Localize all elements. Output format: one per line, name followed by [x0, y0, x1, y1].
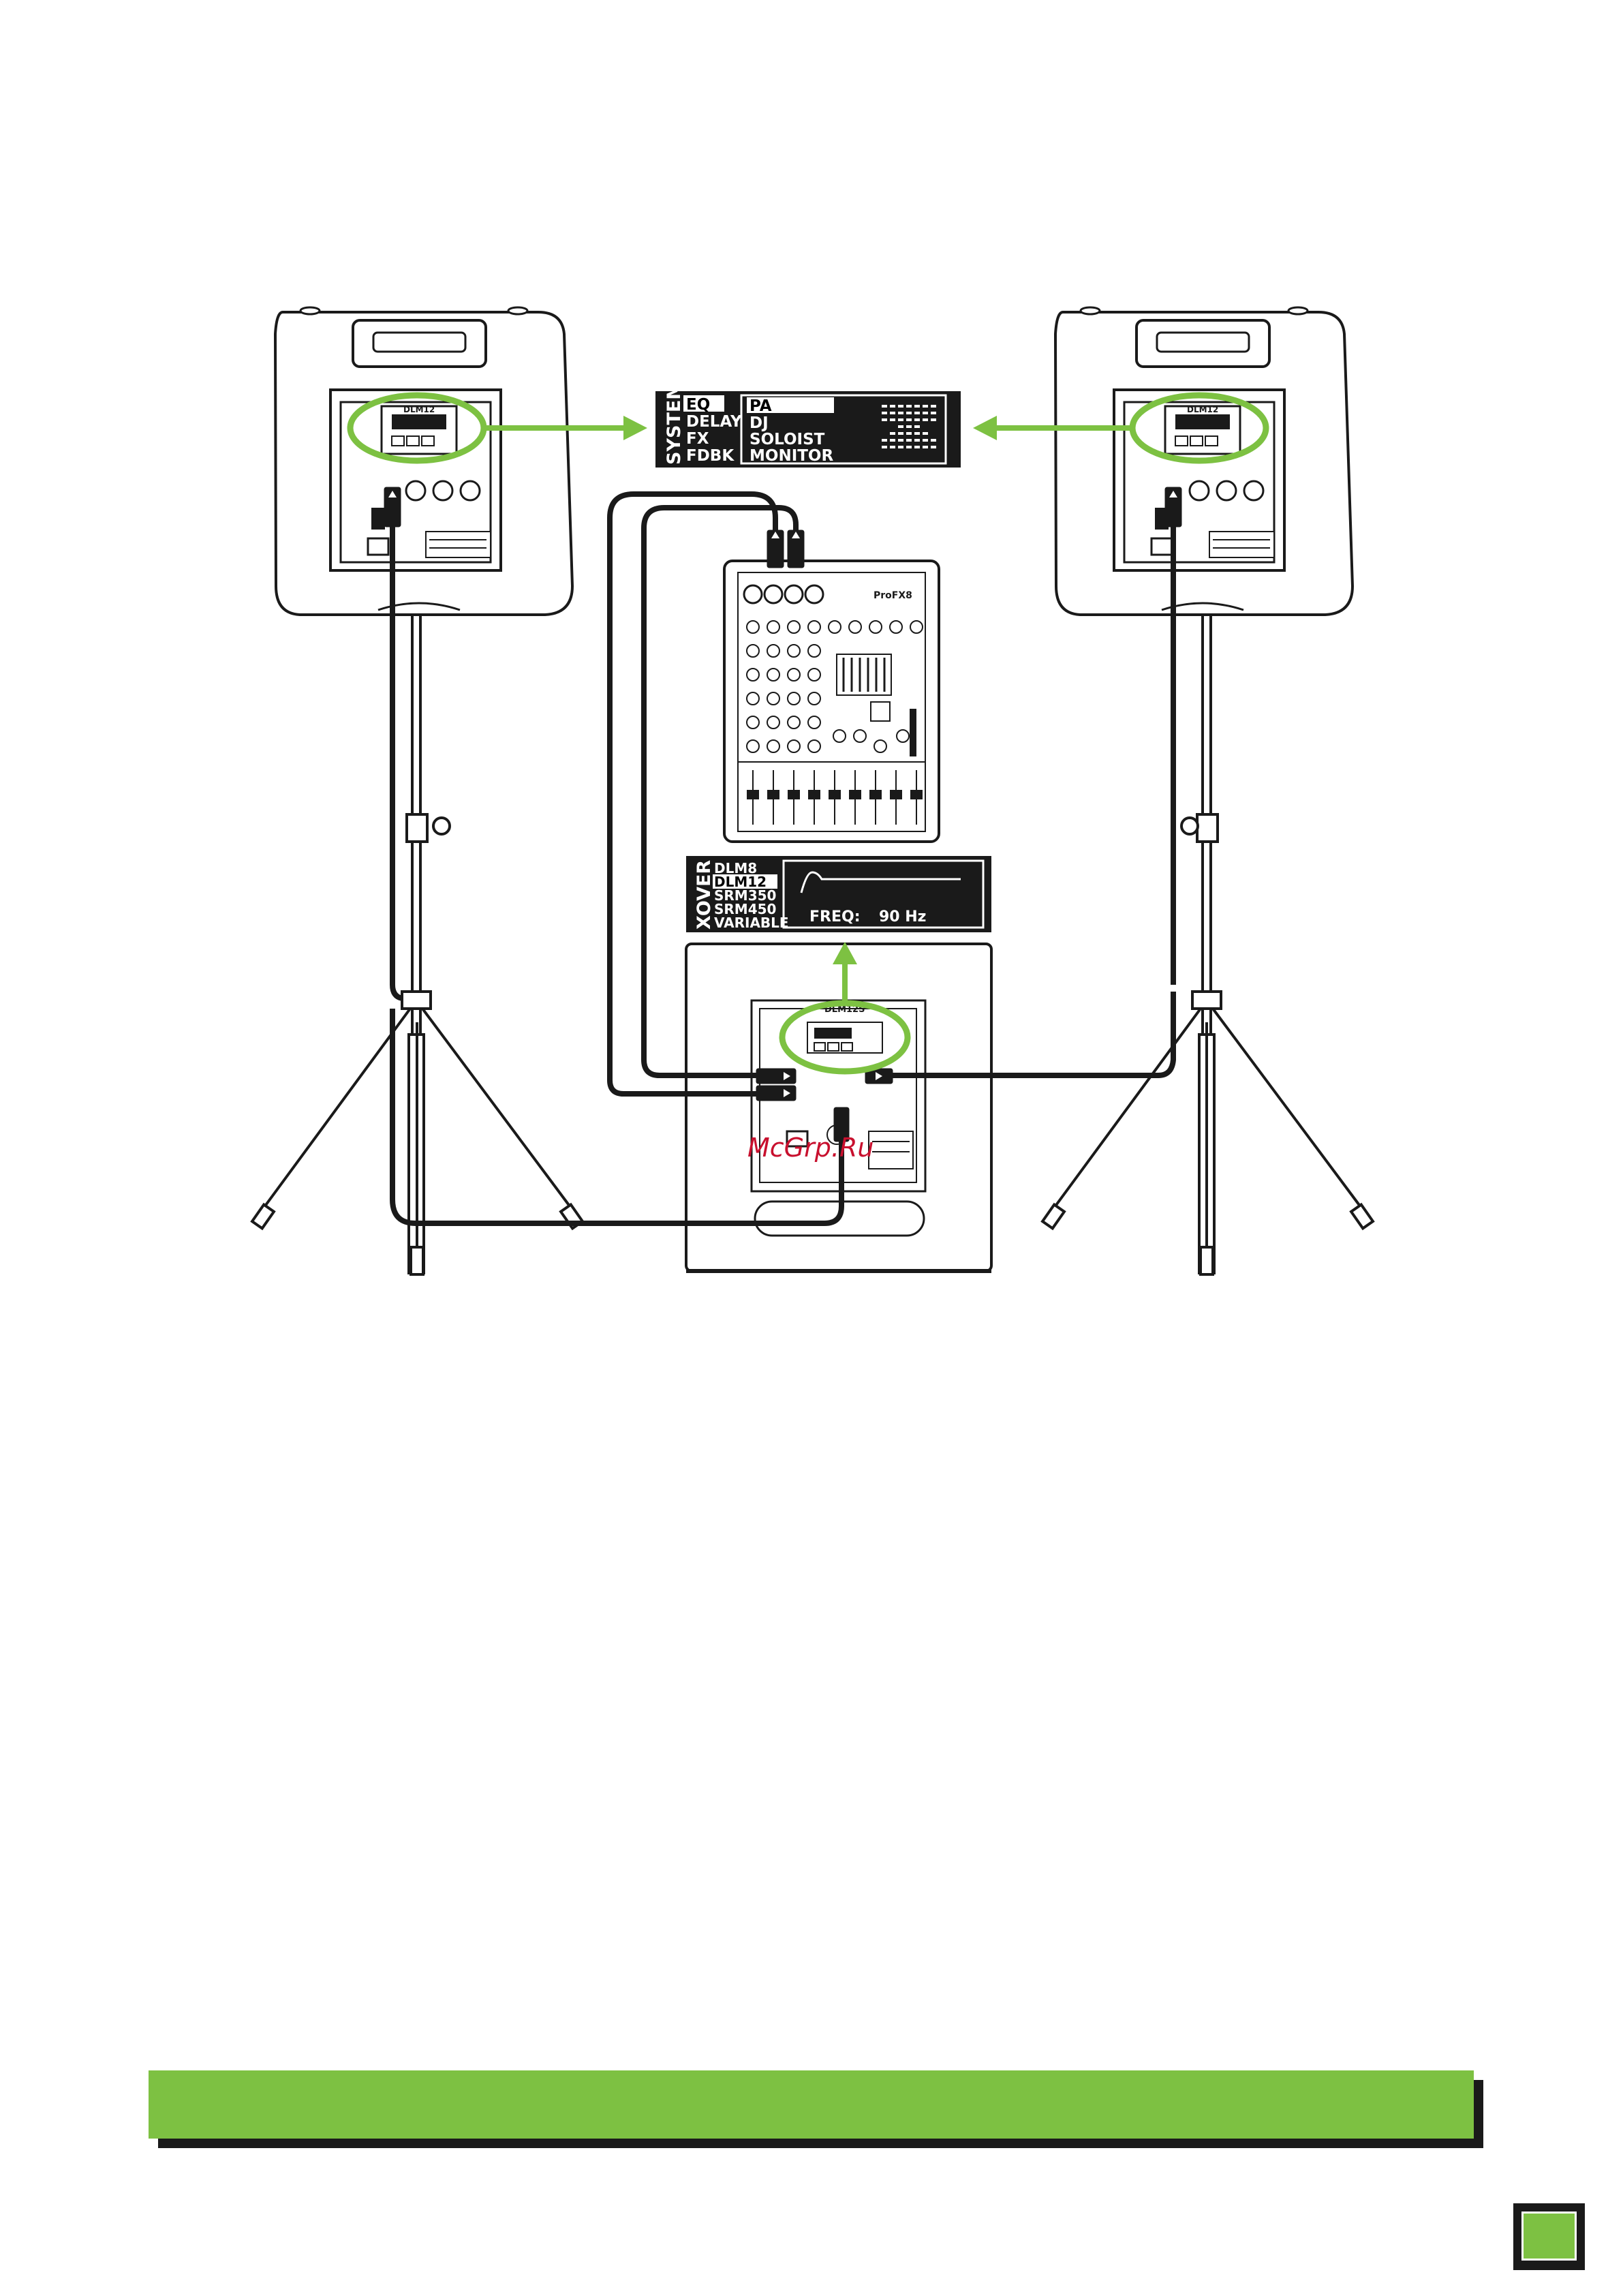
right-speaker-model: DLM12: [1187, 405, 1218, 414]
system-option-dj: DJ: [749, 414, 769, 432]
xover-option-variable: VARIABLE: [714, 915, 789, 931]
page-badge: [1513, 2203, 1585, 2270]
watermark-text: McGrp.Ru: [747, 1133, 874, 1163]
mixer-brand: ProFX8: [874, 590, 912, 601]
system-menu-delay: DELAY: [686, 413, 742, 431]
xover-vertical-label: XOVER: [694, 860, 715, 930]
left-stand: [252, 615, 583, 1274]
xover-freq-value: 90 Hz: [879, 908, 927, 925]
system-menu-fdbk: FDBK: [686, 447, 735, 465]
xover-display: XOVER DLM8 DLM12 SRM350 SRM450 VARIABLE …: [686, 856, 991, 932]
system-option-soloist: SOLOIST: [749, 431, 825, 448]
system-option-pa: PA: [749, 397, 772, 415]
page-badge-inner: [1521, 2211, 1577, 2261]
mixer: ProFX8: [724, 561, 939, 842]
system-display: SYSTEM EQ DELAY FX FDBK PA DJ SOLOIST MO…: [655, 382, 961, 468]
right-stand: [1042, 615, 1373, 1274]
green-footer-bar: [149, 2070, 1474, 2139]
system-menu-fx: FX: [686, 430, 709, 448]
system-menu-eq: EQ: [686, 396, 710, 414]
power-inlet-icon: [371, 508, 385, 530]
left-speaker-model: DLM12: [403, 405, 435, 414]
system-vertical-label: SYSTEM: [664, 382, 685, 465]
system-option-monitor: MONITOR: [749, 447, 833, 465]
xover-freq-label: FREQ:: [809, 908, 861, 925]
